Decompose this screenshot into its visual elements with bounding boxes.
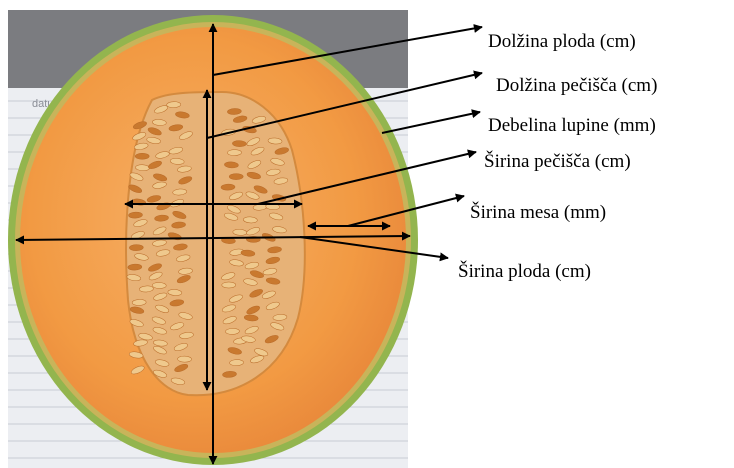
seed <box>178 356 192 362</box>
seed <box>229 359 243 365</box>
seed <box>139 286 153 293</box>
seed <box>225 328 239 334</box>
seed <box>128 264 142 271</box>
seed <box>222 282 236 288</box>
seed <box>152 282 166 288</box>
seed <box>135 164 149 171</box>
labels: Dolžina ploda (cm) Dolžina pečišča (cm) … <box>458 31 657 282</box>
seed <box>227 149 241 155</box>
label-flesh-width: Širina mesa (mm) <box>470 201 606 223</box>
seed <box>167 101 181 107</box>
label-seed-cavity-width: Širina pečišča (cm) <box>484 150 631 172</box>
seed <box>221 184 235 191</box>
seed <box>232 140 246 146</box>
seed <box>227 108 241 115</box>
label-rind-thickness: Debelina lupine (mm) <box>488 115 656 136</box>
label-fruit-length: Dolžina ploda (cm) <box>488 31 636 52</box>
seed <box>229 174 243 180</box>
seed <box>129 244 143 250</box>
label-seed-cavity-length: Dolžina pečišča (cm) <box>496 75 657 96</box>
seed <box>132 299 146 306</box>
seed <box>128 212 142 219</box>
label-fruit-width: Širina ploda (cm) <box>458 260 591 282</box>
seed <box>135 153 149 159</box>
